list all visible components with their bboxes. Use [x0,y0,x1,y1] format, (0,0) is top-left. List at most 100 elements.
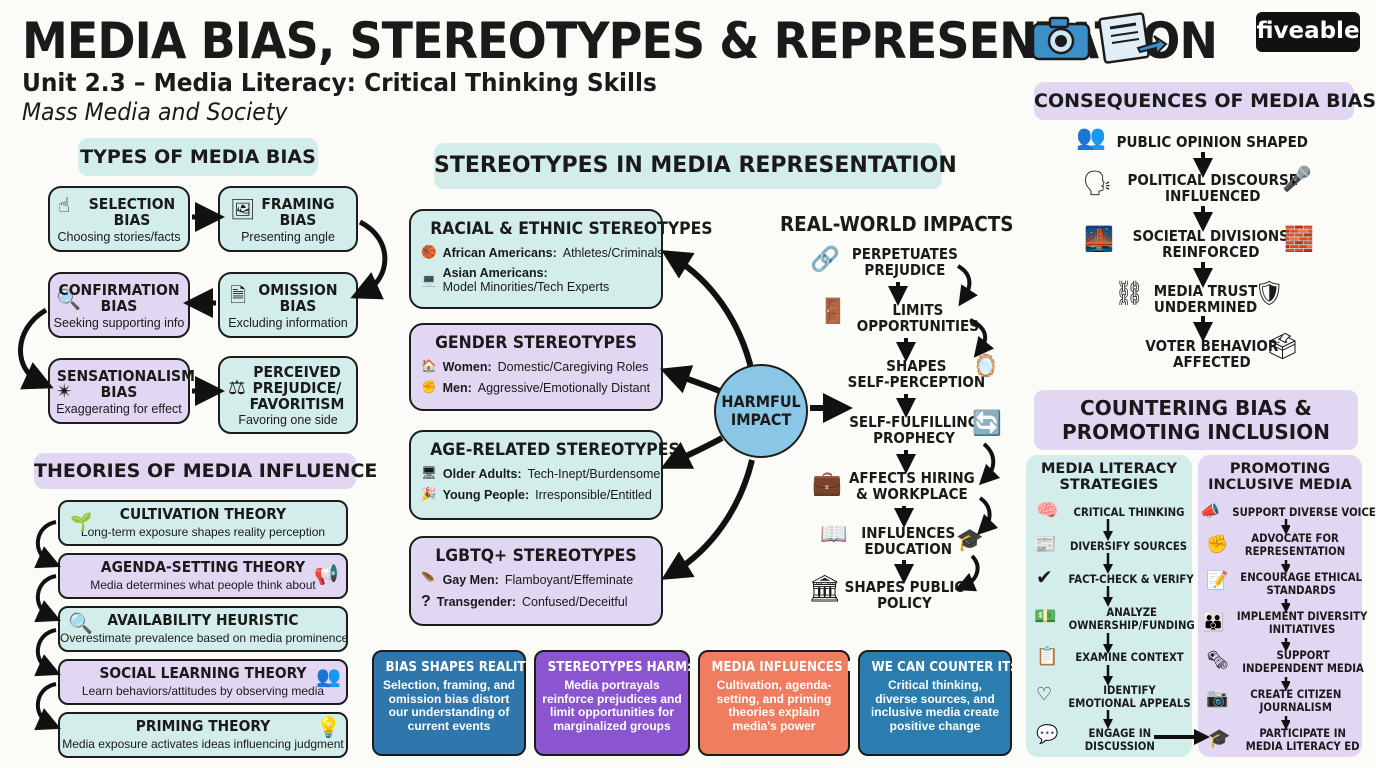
burst-icon: ✴ [56,381,73,403]
context-chart-icon: 📋 [1036,646,1059,666]
theory-flow-arrows [34,520,61,731]
capitol-building-icon: 🏛 [808,573,842,603]
inclusion-ethical-standards: ENCOURAGE ETHICAL STANDARDS [1240,570,1363,597]
graduation-small-icon: 🎓 [1208,728,1231,748]
strategy-critical-thinking: CRITICAL THINKING [1073,505,1185,519]
cultivation-theory-title: CULTIVATION THEORY [119,505,287,523]
summary-body: Cultivation, agenda-setting, and priming… [716,678,832,733]
age-stereotypes-box: AGE-RELATED STEREOTYPES 🖥Older Adults:Te… [409,430,680,520]
inclusion-diversity-initiatives: IMPLEMENT DIVERSITY INITIATIVES [1236,609,1368,636]
brand-logo[interactable]: fiveable [1256,12,1360,52]
sensationalism-bias-title: SENSATIONALISM BIAS [56,367,195,401]
fist-icon: ✊ [421,380,437,394]
brain-icon: 🧠 [1036,500,1059,520]
priming-theory-title: PRIMING THEORY [135,717,271,735]
course-name: Mass Media and Society [22,98,288,126]
impact-perpetuates-prejudice: PERPETUATES PREJUDICE [851,245,958,279]
strategy-analyze-ownership: ANALYZE OWNERSHIP/FUNDING [1068,605,1195,632]
party-popper-icon: 🎉 [421,487,437,501]
mirror-icon: 🪞 [972,353,1000,378]
ballot-box-icon: 🗳 [1266,331,1300,361]
framing-bias-title: FRAMING BIAS [261,195,335,229]
summary-title: STEREOTYPES HARM: [547,660,692,675]
racial-stereotypes-title: RACIAL & ETHNIC STEREOTYPES [430,219,713,239]
magnifier-check-icon: 🔍 [56,289,81,311]
newspaper-icon [1098,12,1168,69]
availability-heuristic-desc: Overestimate prevalence based on media p… [60,631,349,645]
sources-icon: 📰 [1034,534,1057,554]
megaphone-small-icon: 📣 [1200,503,1220,520]
age-stereotypes-title: AGE-RELATED STEREOTYPES [430,440,680,460]
social-learning-desc: Learn behaviors/attitudes by observing m… [81,684,325,698]
summary-body: Media portrayals reinforce prejudices an… [542,678,682,733]
scales-icon: ⚖ [228,377,246,399]
media-literacy-heading: MEDIA LITERACY STRATEGIES [1041,461,1177,493]
impact-self-fulfilling: SELF-FULFILLING PROPHECY [849,413,979,447]
magnifier-icon: 🔍 [68,613,93,635]
observer-icon: 👥 [316,666,341,688]
impact-public-policy: SHAPES PUBLIC POLICY [844,578,965,612]
question-mark-icon: ? [421,593,431,610]
gender-stereotypes-title: GENDER STEREOTYPES [435,333,637,353]
broken-bridge-icon: 🌉 [1084,226,1114,253]
graduation-cap-icon: 📖 [820,521,848,546]
social-learning-title: SOCIAL LEARNING THEORY [99,664,307,682]
checklist-icon: 📝 [1206,570,1229,590]
newspaper-small-icon: 🗞 [1206,650,1229,670]
countering-heading: COUNTERING BIAS & PROMOTING INCLUSION [1034,390,1358,450]
inclusive-media-heading: PROMOTING INCLUSIVE MEDIA [1208,461,1352,493]
harmful-impact-hub: HARMFUL IMPACT [714,364,808,458]
camera-small-icon: 📷 [1206,688,1229,708]
gender-stereotypes-box: GENDER STEREOTYPES 🏠Women:Domestic/Careg… [409,323,663,411]
crossed-document-icon: 🗎 [230,285,247,307]
group-icon: 👪 [1202,612,1225,632]
impact-education: INFLUENCES EDUCATION [861,524,956,558]
briefcase-icon: 💼 [812,470,842,497]
social-learning-box: 👥 SOCIAL LEARNING THEORY Learn behaviors… [58,659,348,705]
impact-flow-arrows [888,264,1001,592]
summary-title: MEDIA INFLUENCES BEHAVIOR: [711,660,921,675]
money-icon: 💵 [1034,606,1057,626]
strategy-diversify-sources: DIVERSIFY SOURCES [1069,539,1188,553]
chain-link-icon: 🔗 [810,246,840,273]
omission-bias-desc: Excluding information [228,316,348,330]
summary-we-can-counter: WE CAN COUNTER IT: Critical thinking, di… [858,650,1014,756]
sprout-icon: 🌱 [70,512,93,532]
lgbtq-stereotypes-title: LGBTQ+ STEREOTYPES [435,546,637,566]
podium-icon: 🎤 [1282,166,1312,193]
cracked-wall-icon: 🧱 [1284,226,1314,253]
strategy-examine-context: EXAMINE CONTEXT [1075,650,1184,664]
consequence-media-trust: MEDIA TRUST UNDERMINED [1153,282,1258,316]
inclusive-media-panel [1198,455,1362,757]
discussion-icon: 💬 [1036,724,1059,744]
omission-bias-title: OMISSION BIAS [258,281,338,315]
harmful-impact-label: HARMFUL IMPACT [721,392,801,429]
priming-theory-box: 💡 PRIMING THEORY Media exposure activate… [58,712,348,758]
megaphone-icon: 📢 [314,564,339,586]
lgbtq-stereotypes-box: LGBTQ+ STEREOTYPES 🪶Gay Men:Flamboyant/E… [409,536,663,626]
impact-limits-opportunities: LIMITS OPPORTUNITIES [856,301,979,335]
consequence-public-opinion: PUBLIC OPINION SHAPED [1116,133,1308,151]
framing-bias-desc: Presenting angle [241,230,335,244]
impacts-heading: REAL-WORLD IMPACTS [780,212,1014,236]
confirmation-bias-desc: Seeking supporting info [53,316,185,330]
strategy-fact-check: FACT-CHECK & VERIFY [1068,572,1194,586]
inclusion-advocate-representation: ADVOCATE FOR REPRESENTATION [1244,531,1346,558]
availability-heuristic-box: 🔍 AVAILABILITY HEURISTIC Overestimate pr… [58,606,348,652]
cultivation-theory-desc: Long-term exposure shapes reality percep… [80,525,326,539]
sensationalism-bias-box: ✴ SENSATIONALISM BIAS Exaggerating for e… [48,358,195,424]
computer-icon: 🖥 [421,466,437,480]
consequence-political-discourse: POLITICAL DISCOURSE INFLUENCED [1127,171,1299,205]
inclusion-diverse-voices: SUPPORT DIVERSE VOICES [1232,505,1376,519]
people-chat-icon: 👥 [1076,124,1106,151]
bias-flow-arrows [18,202,388,406]
strategy-engage-discussion: ENGAGE IN DISCUSSION [1084,726,1155,753]
picture-frame-icon: 🖼 [230,199,256,221]
summary-body: Critical thinking, diverse sources, and … [870,678,1000,733]
cycle-icon: 🔄 [972,410,1002,437]
tech-laptop-icon: 💻 [421,272,437,287]
availability-heuristic-title: AVAILABILITY HEURISTIC [107,611,299,629]
summary-stereotypes-harm: STEREOTYPES HARM: Media portrayals reinf… [534,650,692,756]
omission-bias-box: 🗎 OMISSION BIAS Excluding information [218,272,358,338]
consequence-flow-arrows [1193,152,1213,342]
